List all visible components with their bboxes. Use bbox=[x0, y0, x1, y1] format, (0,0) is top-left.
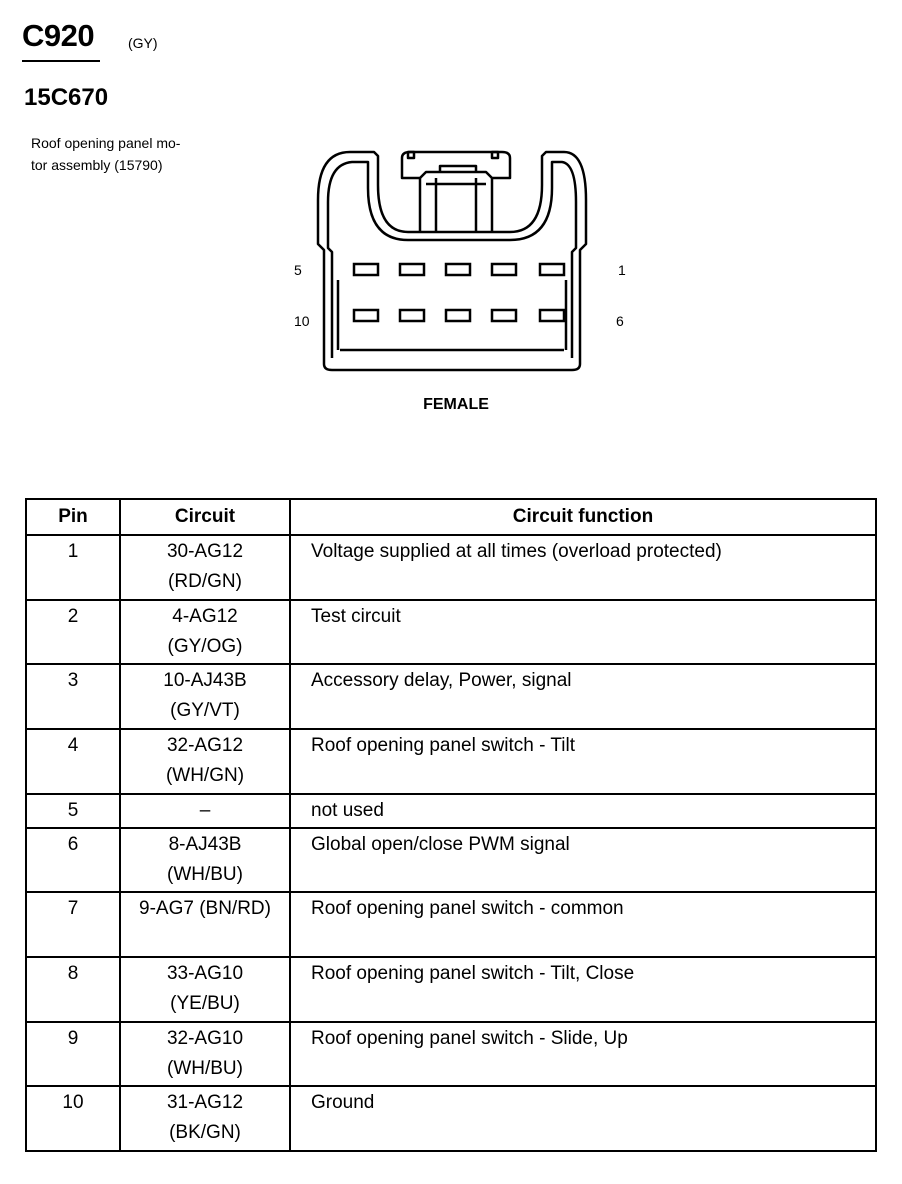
cell-pin: 5 bbox=[25, 792, 121, 829]
table-row: 10 31-AG12 (BK/GN) Ground bbox=[25, 1085, 877, 1152]
pin-label-top-right: 1 bbox=[618, 262, 626, 278]
table-row: 6 8-AJ43B (WH/BU) Global open/close PWM s… bbox=[25, 826, 877, 894]
cell-circuit: 32-AG10 (WH/BU) bbox=[119, 1020, 291, 1088]
cell-circuit: 30-AG12 (RD/GN) bbox=[119, 534, 291, 601]
table-row: 8 33-AG10 (YE/BU) Roof opening panel swit… bbox=[25, 955, 877, 1023]
pin-label-bottom-right: 6 bbox=[616, 313, 624, 329]
table-row: 9 32-AG10 (WH/BU) Roof opening panel swit… bbox=[25, 1020, 877, 1088]
cell-pin: 3 bbox=[25, 663, 121, 731]
cavity-8 bbox=[444, 308, 472, 323]
circuit-code: 4-AG12 bbox=[172, 605, 238, 627]
circuit-code: 8-AJ43B bbox=[168, 833, 242, 855]
cell-circuit: 10-AJ43B (GY/VT) bbox=[119, 663, 291, 731]
cavity-2 bbox=[490, 262, 518, 277]
table-row: 5 – not used bbox=[25, 792, 877, 829]
cell-function: Global open/close PWM signal bbox=[289, 826, 877, 894]
circuit-wire-color: (WH/GN) bbox=[165, 765, 245, 787]
cell-pin: 4 bbox=[25, 728, 121, 795]
part-number: 15C670 bbox=[24, 84, 109, 111]
circuit-wire-color: (GY/OG) bbox=[167, 635, 243, 657]
cell-function: Test circuit bbox=[289, 598, 877, 666]
cell-pin: 6 bbox=[25, 826, 121, 894]
cell-pin: 7 bbox=[25, 891, 121, 958]
circuit-code: 31-AG12 bbox=[166, 1092, 244, 1114]
circuit-code: 32-AG12 bbox=[166, 735, 244, 757]
cell-function: not used bbox=[289, 792, 877, 829]
connector-id-underline bbox=[22, 60, 100, 62]
cell-pin: 9 bbox=[25, 1020, 121, 1088]
connector-description: Roof opening panel mo- tor assembly (157… bbox=[31, 132, 221, 176]
cavity-3 bbox=[444, 262, 472, 277]
cell-circuit: 8-AJ43B (WH/BU) bbox=[119, 826, 291, 894]
cavity-9 bbox=[398, 308, 426, 323]
pinout-table: Pin Circuit Circuit function 1 30-AG12 (R… bbox=[25, 498, 877, 1152]
circuit-code: 32-AG10 bbox=[166, 1027, 244, 1049]
circuit-wire-color: (GY/VT) bbox=[170, 700, 240, 722]
cell-function: Roof opening panel switch - Tilt bbox=[289, 728, 877, 795]
table-row: 2 4-AG12 (GY/OG) Test circuit bbox=[25, 598, 877, 666]
connector-id: C920 bbox=[22, 18, 95, 53]
cell-circuit: 31-AG12 (BK/GN) bbox=[119, 1085, 291, 1152]
circuit-code: – bbox=[199, 799, 211, 821]
cell-pin: 2 bbox=[25, 598, 121, 666]
connector-housing-inner bbox=[326, 160, 578, 358]
cell-function: Roof opening panel switch - Tilt, Close bbox=[289, 955, 877, 1023]
cell-circuit: – bbox=[119, 792, 291, 829]
table-header-row: Pin Circuit Circuit function bbox=[25, 498, 877, 536]
header-pin: Pin bbox=[25, 498, 121, 536]
cell-function: Roof opening panel switch - common bbox=[289, 891, 877, 958]
cell-pin: 8 bbox=[25, 955, 121, 1023]
table-row: 7 9-AG7 (BN/RD) Roof opening panel switc… bbox=[25, 891, 877, 958]
cavity-7 bbox=[490, 308, 518, 323]
pin-label-top-left: 5 bbox=[294, 262, 302, 278]
circuit-wire-color: (WH/BU) bbox=[167, 863, 243, 885]
circuit-code: 10-AJ43B bbox=[163, 670, 247, 692]
cell-function: Ground bbox=[289, 1085, 877, 1152]
cavity-6 bbox=[538, 308, 566, 323]
connector-color: (GY) bbox=[128, 35, 158, 51]
circuit-wire-color: (BK/GN) bbox=[169, 1122, 241, 1144]
cell-circuit: 32-AG12 (WH/GN) bbox=[119, 728, 291, 795]
circuit-code: 33-AG10 bbox=[166, 962, 244, 984]
cell-circuit: 9-AG7 (BN/RD) bbox=[119, 891, 291, 958]
description-line-1: Roof opening panel mo- bbox=[31, 135, 181, 151]
circuit-wire-color: (WH/BU) bbox=[167, 1057, 243, 1079]
connector-gender-label: FEMALE bbox=[423, 396, 489, 413]
connector-face-diagram bbox=[316, 150, 588, 372]
table-row: 3 10-AJ43B (GY/VT) Accessory delay, Power… bbox=[25, 663, 877, 731]
cell-pin: 10 bbox=[25, 1085, 121, 1152]
circuit-code: 9-AG7 (BN/RD) bbox=[139, 898, 271, 920]
cavity-1 bbox=[538, 262, 566, 277]
pin-label-bottom-left: 10 bbox=[294, 313, 310, 329]
cell-circuit: 4-AG12 (GY/OG) bbox=[119, 598, 291, 666]
cell-function: Voltage supplied at all times (overload … bbox=[289, 534, 877, 601]
table-row: 1 30-AG12 (RD/GN) Voltage supplied at all… bbox=[25, 534, 877, 601]
table-row: 4 32-AG12 (WH/GN) Roof opening panel swit… bbox=[25, 728, 877, 795]
cavity-10 bbox=[352, 308, 380, 323]
circuit-wire-color: (RD/GN) bbox=[168, 571, 242, 592]
connector-latch bbox=[400, 150, 512, 180]
header-circuit-function: Circuit function bbox=[289, 498, 877, 536]
header-circuit: Circuit bbox=[119, 498, 291, 536]
cavity-5 bbox=[352, 262, 380, 277]
cavity-4 bbox=[398, 262, 426, 277]
connector-housing-outline bbox=[316, 150, 588, 372]
circuit-wire-color: (YE/BU) bbox=[170, 992, 240, 1014]
cell-function: Accessory delay, Power, signal bbox=[289, 663, 877, 731]
cell-circuit: 33-AG10 (YE/BU) bbox=[119, 955, 291, 1023]
cell-function: Roof opening panel switch - Slide, Up bbox=[289, 1020, 877, 1088]
cell-pin: 1 bbox=[25, 534, 121, 601]
description-line-2: tor assembly (15790) bbox=[31, 157, 163, 173]
circuit-code: 30-AG12 bbox=[166, 541, 244, 562]
